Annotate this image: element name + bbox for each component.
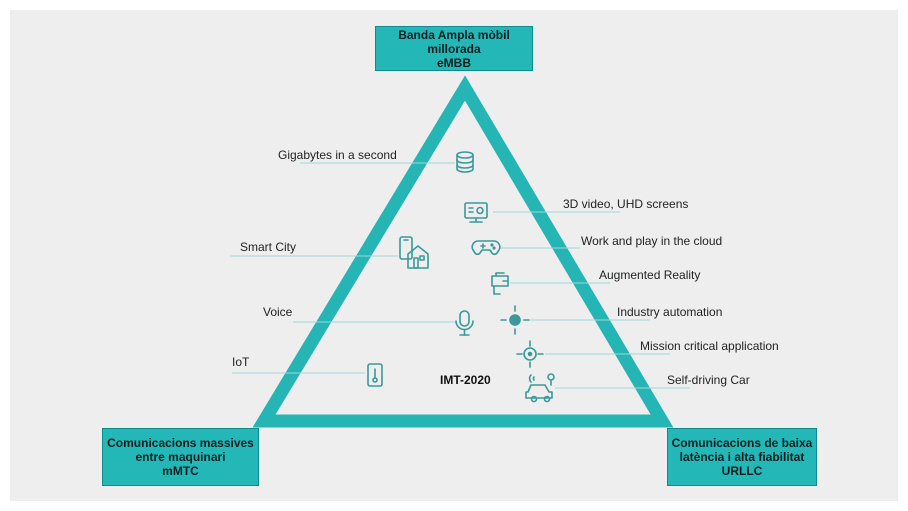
embb-title: Banda Ampla mòbil millorada	[398, 27, 510, 56]
target-icon	[516, 340, 544, 368]
crosshair-icon	[500, 305, 530, 335]
vr-headset-icon	[491, 272, 509, 295]
database-icon	[456, 151, 474, 173]
embb-acronym: eMBB	[436, 55, 471, 70]
urllc-acronym: URLLC	[721, 464, 763, 478]
gamepad-icon	[471, 240, 501, 256]
center-label: IMT-2020	[440, 373, 491, 387]
mmtc-title-line1: Comunicacions massives	[107, 436, 254, 450]
mmtc-box: Comunicacions massives entre maquinari m…	[102, 428, 259, 486]
monitor-icon	[464, 202, 488, 223]
label-industry-automation: Industry automation	[617, 305, 723, 319]
label-iot: IoT	[232, 355, 250, 369]
smart-city-icon	[399, 236, 429, 269]
label-smart-city: Smart City	[240, 240, 297, 254]
mmtc-acronym: mMTC	[162, 464, 199, 478]
label-3d-video: 3D video, UHD screens	[563, 197, 689, 211]
car-icon	[525, 373, 555, 403]
microphone-icon	[455, 310, 474, 336]
mmtc-title-line2: entre maquinari	[135, 450, 226, 464]
label-cloud-play: Work and play in the cloud	[581, 234, 723, 248]
label-augmented-reality: Augmented Reality	[599, 268, 701, 282]
label-voice: Voice	[263, 305, 293, 319]
label-self-driving-car: Self-driving Car	[667, 373, 750, 387]
urllc-box: Comunicacions de baixa latència i alta f…	[667, 428, 817, 486]
triangle-outline	[252, 75, 674, 428]
label-mission-critical: Mission critical application	[640, 339, 779, 353]
thermostat-icon	[367, 363, 383, 387]
embb-box: Banda Ampla mòbil millorada eMBB	[375, 26, 533, 71]
urllc-title-line2: latència i alta fiabilitat	[679, 450, 805, 464]
urllc-title-line1: Comunicacions de baixa	[671, 436, 813, 450]
label-gigabytes: Gigabytes in a second	[278, 148, 397, 162]
